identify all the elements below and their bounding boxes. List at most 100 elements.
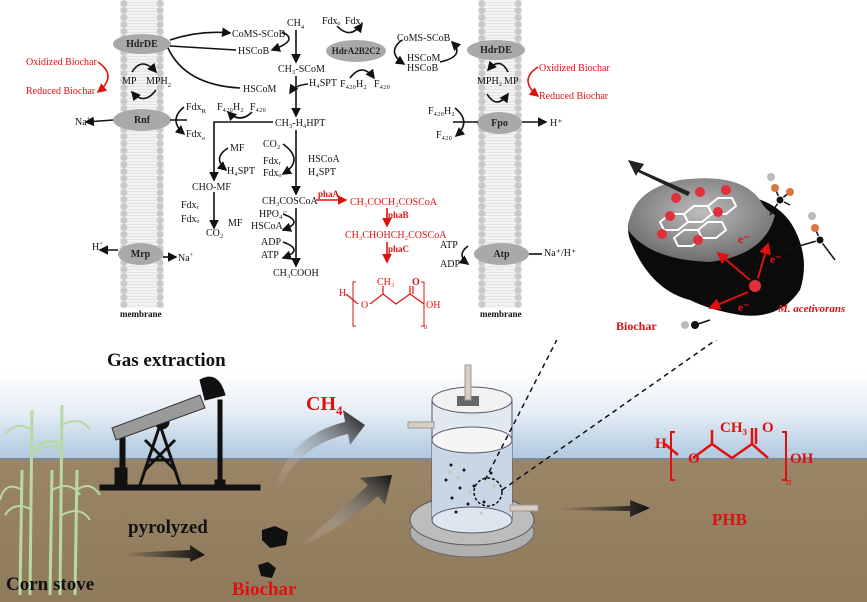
- label-reduced-biochar-right: Reduced Biochar: [539, 91, 609, 102]
- phb-struct-n: n: [424, 323, 428, 331]
- label-hydroxybutyryl-coa: CH₃CHOHCH₂COSCoA: [345, 230, 447, 241]
- label-ch4: CH4: [287, 18, 305, 31]
- enzyme-fpo: Fpo: [477, 112, 522, 134]
- phb-bottom-oh: OH: [790, 451, 814, 467]
- label-fdx-o-1: Fdxₒ: [181, 214, 200, 225]
- arrow-hdrde-hscom: [167, 47, 241, 89]
- corn-stove-label: Corn stove: [6, 574, 95, 595]
- label-f420h2-fpo: F₄₂₀H₂: [428, 106, 455, 117]
- zoom-dashed-line-2: [501, 340, 718, 491]
- label-atp: ATP: [261, 250, 279, 261]
- label-hscom-hdra: HSCoM: [407, 53, 441, 64]
- functional-group-atoms: [681, 173, 825, 329]
- label-phaA: phaA: [318, 189, 340, 199]
- reactor-to-phb-arrow: [560, 500, 650, 517]
- label-h4spt-2: H₄SPT: [227, 166, 255, 177]
- biochar-to-reactor-arrow: [300, 475, 392, 545]
- phb-struct-ch3: CH₃: [377, 277, 395, 288]
- label-oxidized-biochar-left: Oxidized Biochar: [26, 57, 97, 68]
- phb-bottom-ch3: CH₃: [720, 420, 747, 436]
- arrow-co2-hscoa: [281, 143, 295, 175]
- biochar-chunk-2: [258, 562, 276, 578]
- electron-label-2: e⁻: [770, 252, 782, 266]
- label-fdx-o-rnf: Fdxo: [186, 129, 205, 142]
- label-h-mrp: H+: [92, 240, 103, 253]
- biochar-label: Biochar: [232, 579, 297, 600]
- graphene-lattice: [658, 197, 738, 247]
- arrow-mp-cycle-bottom: [130, 89, 157, 102]
- label-mp-left: MP: [122, 76, 137, 87]
- label-mp-right: MP: [504, 76, 519, 87]
- pyrolyzed-arrow: [125, 545, 205, 562]
- phb-bottom-o: O: [688, 451, 700, 467]
- label-co2-1: CO₂: [206, 228, 224, 239]
- label-phaB: phaB: [388, 210, 409, 220]
- label-h4spt-1: H₄SPT: [309, 78, 337, 89]
- label-mph2-left: MPH2: [146, 76, 171, 89]
- arrow-atp: [458, 245, 470, 265]
- label-hscoa-2: HSCoA: [251, 221, 283, 232]
- label-mf-2: MF: [228, 218, 243, 229]
- electron-label-1: e⁻: [738, 232, 750, 246]
- arrow-f420-hdra: [349, 68, 375, 80]
- label-f420h2-center: F₄₂₀H₂: [217, 102, 244, 113]
- arrow-hdrde-hscob: [169, 45, 237, 51]
- label-fdx-r-2: Fdxᵣ: [263, 156, 281, 167]
- label-fdx-r-1: Fdxᵣ: [181, 200, 199, 211]
- arrow-mp-cycle-top: [131, 62, 158, 74]
- arrow-biochar-right: [527, 66, 540, 98]
- label-reduced-biochar-left: Reduced Biochar: [26, 86, 96, 97]
- zoom-dashed-line-1: [484, 340, 558, 481]
- label-fdx-o-2: Fdxₒ: [263, 168, 282, 179]
- label-coms-scob: CoMS-SCoB: [232, 29, 286, 40]
- ch4-label: CH4: [306, 393, 343, 418]
- arrow-hscom-hdrde: [439, 40, 462, 63]
- phb-bottom-h: H: [655, 436, 667, 452]
- right-membrane-label: membrane: [480, 309, 522, 319]
- label-fdx-r-hdra: Fdxᵣ: [345, 16, 363, 27]
- arrow-fdx-hdra: [336, 22, 363, 34]
- label-acetyl-coa: CH₃COSCoA: [262, 196, 318, 207]
- arrow-mf: [216, 147, 229, 172]
- label-ch3-scom: CH₃-SCoM: [278, 64, 325, 75]
- label-fdx-o-hdra: Fdxₒ: [322, 16, 341, 27]
- arrow-adp: [281, 241, 295, 260]
- label-oxidized-biochar-right: Oxidized Biochar: [539, 63, 610, 74]
- label-atp-right: ATP: [440, 240, 458, 251]
- phb-bond-lines: [345, 286, 425, 305]
- label-na-h: Na⁺/H⁺: [544, 248, 577, 259]
- arrow-hdrde-coms: [169, 27, 232, 41]
- pyrolyzed-label: pyrolyzed: [128, 517, 208, 538]
- label-adp-right: ADP: [440, 259, 461, 270]
- phb-label: PHB: [712, 510, 747, 529]
- phb-struct-h: H: [339, 288, 347, 299]
- label-hpo4: HPO₄⁻: [259, 209, 288, 220]
- label-mph2-right: MPH₂: [477, 76, 503, 87]
- label-acetoacetyl-coa: CH₃COCH₂COSCoA: [350, 197, 437, 208]
- arrow-mp-cycle-right-top: [486, 60, 509, 73]
- arrow-coms-hscob: [270, 31, 290, 52]
- enzyme-mrp: Mrp: [118, 243, 163, 265]
- electron-arrow-2: [757, 242, 771, 279]
- label-phaC: phaC: [388, 244, 410, 254]
- arrow-mp-cycle-right-bottom: [486, 92, 509, 104]
- label-f420-center: F₄₂₀: [250, 102, 267, 113]
- methanogen-cells: [657, 185, 761, 292]
- label-f420-hdra: F₄₂₀: [374, 79, 391, 90]
- enzyme-rnf: Rnf: [113, 109, 171, 131]
- electron-label-3: e⁻: [738, 300, 750, 314]
- organism-label: M. acetivorans: [778, 303, 846, 315]
- label-hscom: HSCoM: [243, 84, 277, 95]
- biochar-particle-surface: [628, 178, 775, 262]
- phb-bracket-right: [421, 281, 425, 327]
- gas-extraction-label: Gas extraction: [107, 350, 226, 371]
- label-acetate: CH₃COOH: [273, 268, 319, 279]
- label-coms-scob-hdra: CoMS-SCoB: [397, 33, 451, 44]
- phb-bottom-n: n: [786, 476, 792, 488]
- biochar-chunk-1: [262, 526, 288, 548]
- reactor-zoom-circle: [473, 477, 503, 507]
- label-ch3-h4hpt: CH₃-H₄HPT: [275, 118, 326, 129]
- electron-arrow-1: [716, 251, 751, 281]
- label-f420-fpo: F₄₂₀: [436, 130, 453, 141]
- enzyme-hdrde-right: HdrDE: [467, 40, 525, 60]
